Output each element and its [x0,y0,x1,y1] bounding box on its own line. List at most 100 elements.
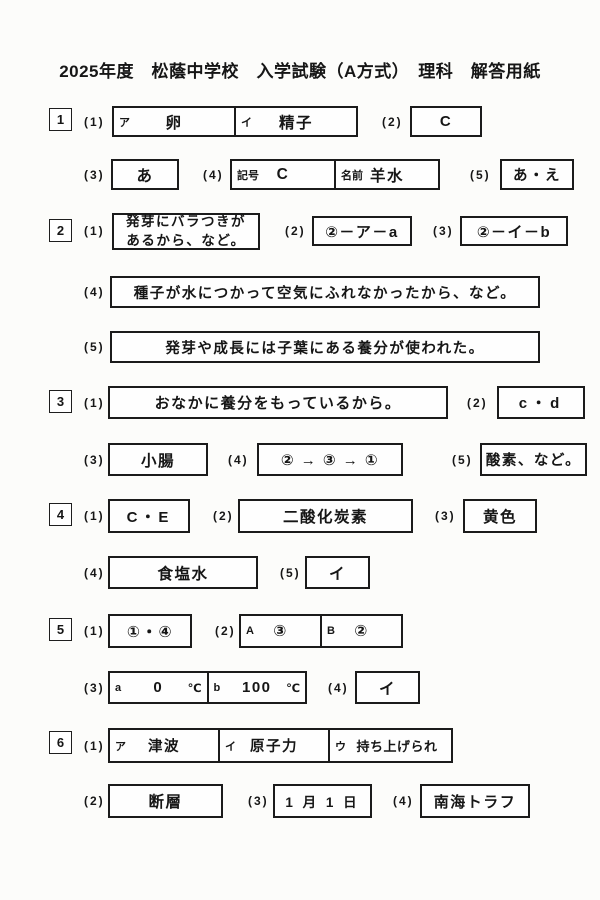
question-number-box: 2 [49,219,72,242]
part-label: (3) [84,167,105,182]
part-label: (5) [470,167,491,182]
cell-value: 食塩水 [157,565,209,583]
cell-value: ①・④ [126,624,174,641]
cell-value: 南海トラフ [433,793,517,811]
cell-value: 持ち上げられ [356,739,438,754]
answer-box: ア 卵 イ 精子 [112,106,358,137]
question-number-box: 1 [49,108,72,131]
answer-box: 発芽にバラつきが あるから、など。 [112,213,260,250]
cell-value: ②－ア－a [325,223,399,241]
cell-prefix: B [327,625,335,637]
answer-cell: C・E [110,501,188,531]
part-label: (1) [84,224,105,238]
cell-value: 羊水 [369,167,404,185]
part-label: (2) [84,794,105,808]
answer-box: おなかに養分をもっているから。 [108,386,448,419]
cell-prefix: ア [119,116,130,129]
cell-value: 卵 [165,114,183,132]
answer-cell: 名前 羊水 [334,161,438,188]
part-label: (3) [248,794,269,808]
cell-prefix: 記号 [237,169,259,182]
cell-value: C [276,165,290,183]
part-label: (4) [203,167,224,182]
part-label: (3) [84,452,105,467]
answer-cell: イ 原子力 [218,730,328,761]
answer-cell: A ③ [241,616,320,646]
part-label: (2) [215,624,236,638]
answer-cell: 黄色 [465,501,535,531]
cell-value: あ・え [513,168,561,184]
answer-cell: 1 月 1 日 [275,786,370,816]
part-label: (1) [84,624,105,638]
answer-cell: 記号 C [232,161,334,188]
answer-box: C [410,106,482,137]
answer-cell: 発芽にバラつきが あるから、など。 [114,214,258,248]
answer-cell: ② → ③ → ① [259,445,401,474]
part-label: (5) [280,565,301,580]
cell-value: 精子 [278,114,313,132]
answer-box: c・d [497,386,585,419]
cell-prefix: ア [115,740,126,753]
cell-value: イ [378,680,396,698]
cell-value: C・E [126,508,172,526]
cell-value: 二酸化炭素 [282,509,368,526]
answer-box: ①・④ [108,614,192,648]
answer-box: あ [111,159,179,190]
answer-box: 種子が水につかって空気にふれなかったから、など。 [110,276,540,308]
celsius-unit: ℃ [187,682,202,695]
answer-box: 1 月 1 日 [273,784,372,818]
answer-box: a 0 ℃ b 100 ℃ [108,671,307,704]
celsius-unit: ℃ [286,682,300,695]
answer-box: 黄色 [463,499,537,533]
answer-cell: 小腸 [110,445,206,474]
answer-box: 断層 [108,784,223,818]
cell-prefix: b [213,681,221,694]
answer-cell: イ [307,558,368,587]
part-label: (2) [467,395,488,410]
part-label: (2) [213,509,234,523]
answer-cell: あ [113,161,177,188]
answer-cell: おなかに養分をもっているから。 [110,388,446,417]
answer-cell: ②－イ－b [462,218,566,244]
cell-prefix: A [246,625,254,637]
answer-box: 二酸化炭素 [238,499,413,533]
question-number-box: 4 [49,503,72,526]
part-label: (4) [84,565,105,580]
cell-value: 小腸 [140,452,175,470]
answer-cell: 発芽や成長には子葉にある養分が使われた。 [112,333,538,361]
cell-value: あ [136,167,154,185]
cell-value: ②－イ－b [476,223,552,241]
answer-cell: イ 精子 [234,108,356,135]
part-label: (4) [228,452,249,467]
cell-value: 発芽や成長には子葉にある養分が使われた。 [165,340,485,357]
answer-cell: 南海トラフ [422,786,528,816]
cell-prefix: 名前 [341,169,363,182]
cell-value: 0 [153,679,164,696]
part-label: (3) [433,224,454,238]
question-number-box: 5 [49,618,72,641]
cell-value: ② → ③ → ① [280,451,380,469]
answer-box: 発芽や成長には子葉にある養分が使われた。 [110,331,540,363]
answer-box: イ [305,556,370,589]
answer-cell: ウ 持ち上げられ [328,730,451,761]
cell-value: 発芽にバラつきが あるから、など。 [126,214,246,248]
answer-box: 記号 C 名前 羊水 [230,159,440,190]
answer-cell: 種子が水につかって空気にふれなかったから、など。 [112,278,538,306]
part-label: (1) [84,738,105,753]
part-label: (2) [285,224,306,238]
cell-value: 1 月 1 日 [285,795,360,810]
cell-prefix: ウ [335,740,346,753]
answer-box: ア 津波 イ 原子力 ウ 持ち上げられ [108,728,453,763]
answer-cell: B ② [320,616,401,646]
answer-cell: ア 卵 [114,108,234,135]
part-label: (1) [84,509,105,523]
part-label: (4) [84,285,105,299]
cell-value: 津波 [148,739,180,755]
cell-value: C [439,113,453,130]
part-label: (4) [328,680,349,695]
answer-box: ②－ア－a [312,216,412,246]
question-number-box: 6 [49,731,72,754]
answer-cell: c・d [499,388,583,417]
part-label: (4) [393,794,414,808]
